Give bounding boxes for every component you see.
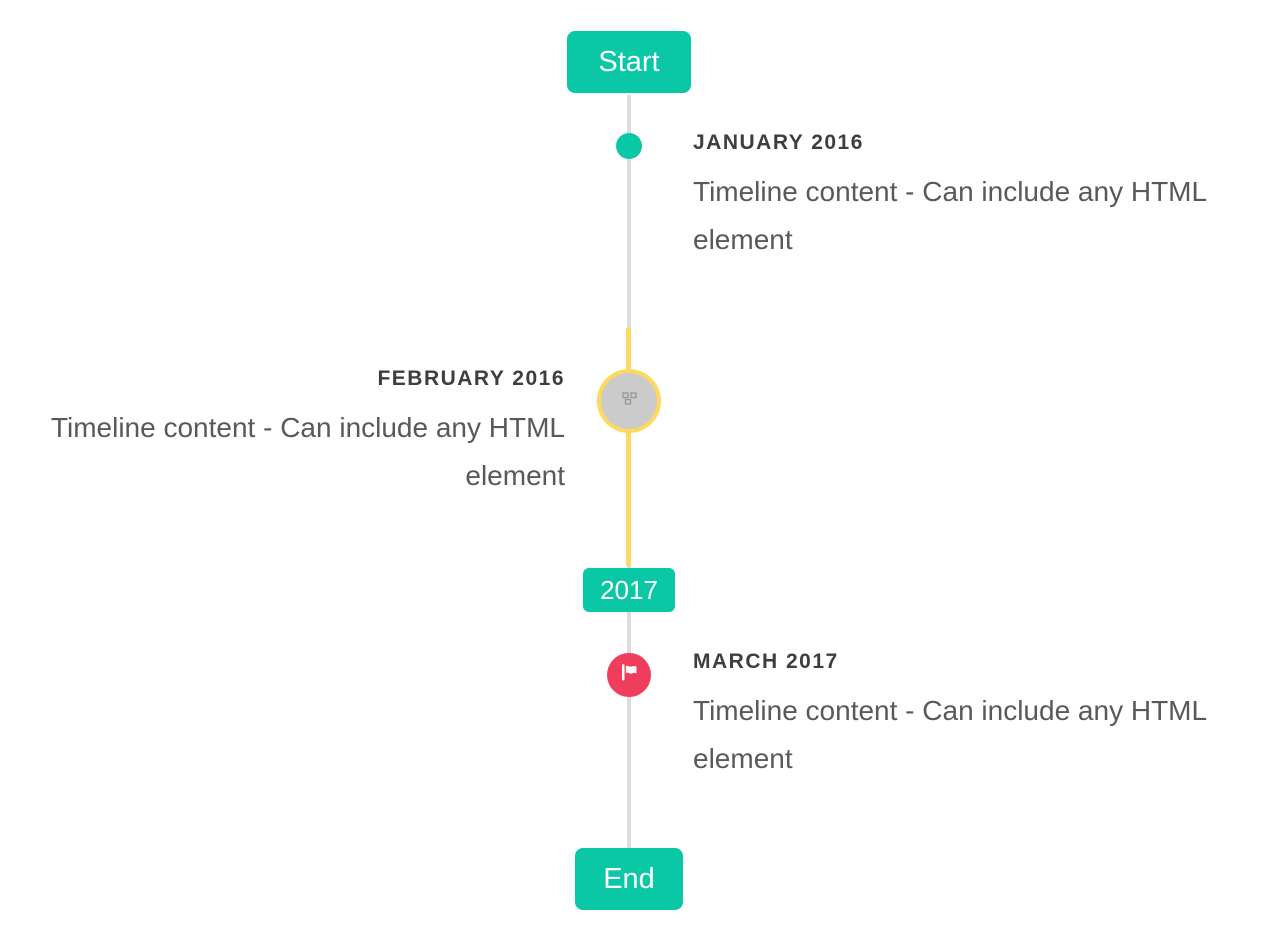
timeline-marker-flag xyxy=(607,653,651,697)
timeline-end-badge: End xyxy=(575,848,683,910)
entry-content: Timeline content - Can include any HTML … xyxy=(693,695,1207,774)
entry-title: JANUARY 2016 xyxy=(693,131,864,154)
timeline-entry: MARCH 2017 Timeline content - Can includ… xyxy=(693,649,1233,783)
timeline-entry: JANUARY 2016 Timeline content - Can incl… xyxy=(693,130,1233,264)
timeline-year-label: 2017 xyxy=(600,574,658,605)
timeline-entry: FEBRUARY 2016 Timeline content - Can inc… xyxy=(25,366,565,500)
timeline-start-label: Start xyxy=(598,45,660,78)
timeline-highlight-segment xyxy=(626,328,631,566)
timeline-year-badge: 2017 xyxy=(583,568,675,612)
entry-title: MARCH 2017 xyxy=(693,650,839,673)
timeline-start-badge: Start xyxy=(567,31,691,93)
timeline-marker-image xyxy=(597,369,661,433)
entry-title: FEBRUARY 2016 xyxy=(377,367,565,390)
timeline-end-label: End xyxy=(603,862,655,895)
timeline-marker-dot xyxy=(616,133,642,159)
entry-content: Timeline content - Can include any HTML … xyxy=(693,176,1207,255)
broken-image-icon xyxy=(621,392,637,410)
entry-content: Timeline content - Can include any HTML … xyxy=(50,412,565,491)
flag-icon xyxy=(618,661,641,689)
